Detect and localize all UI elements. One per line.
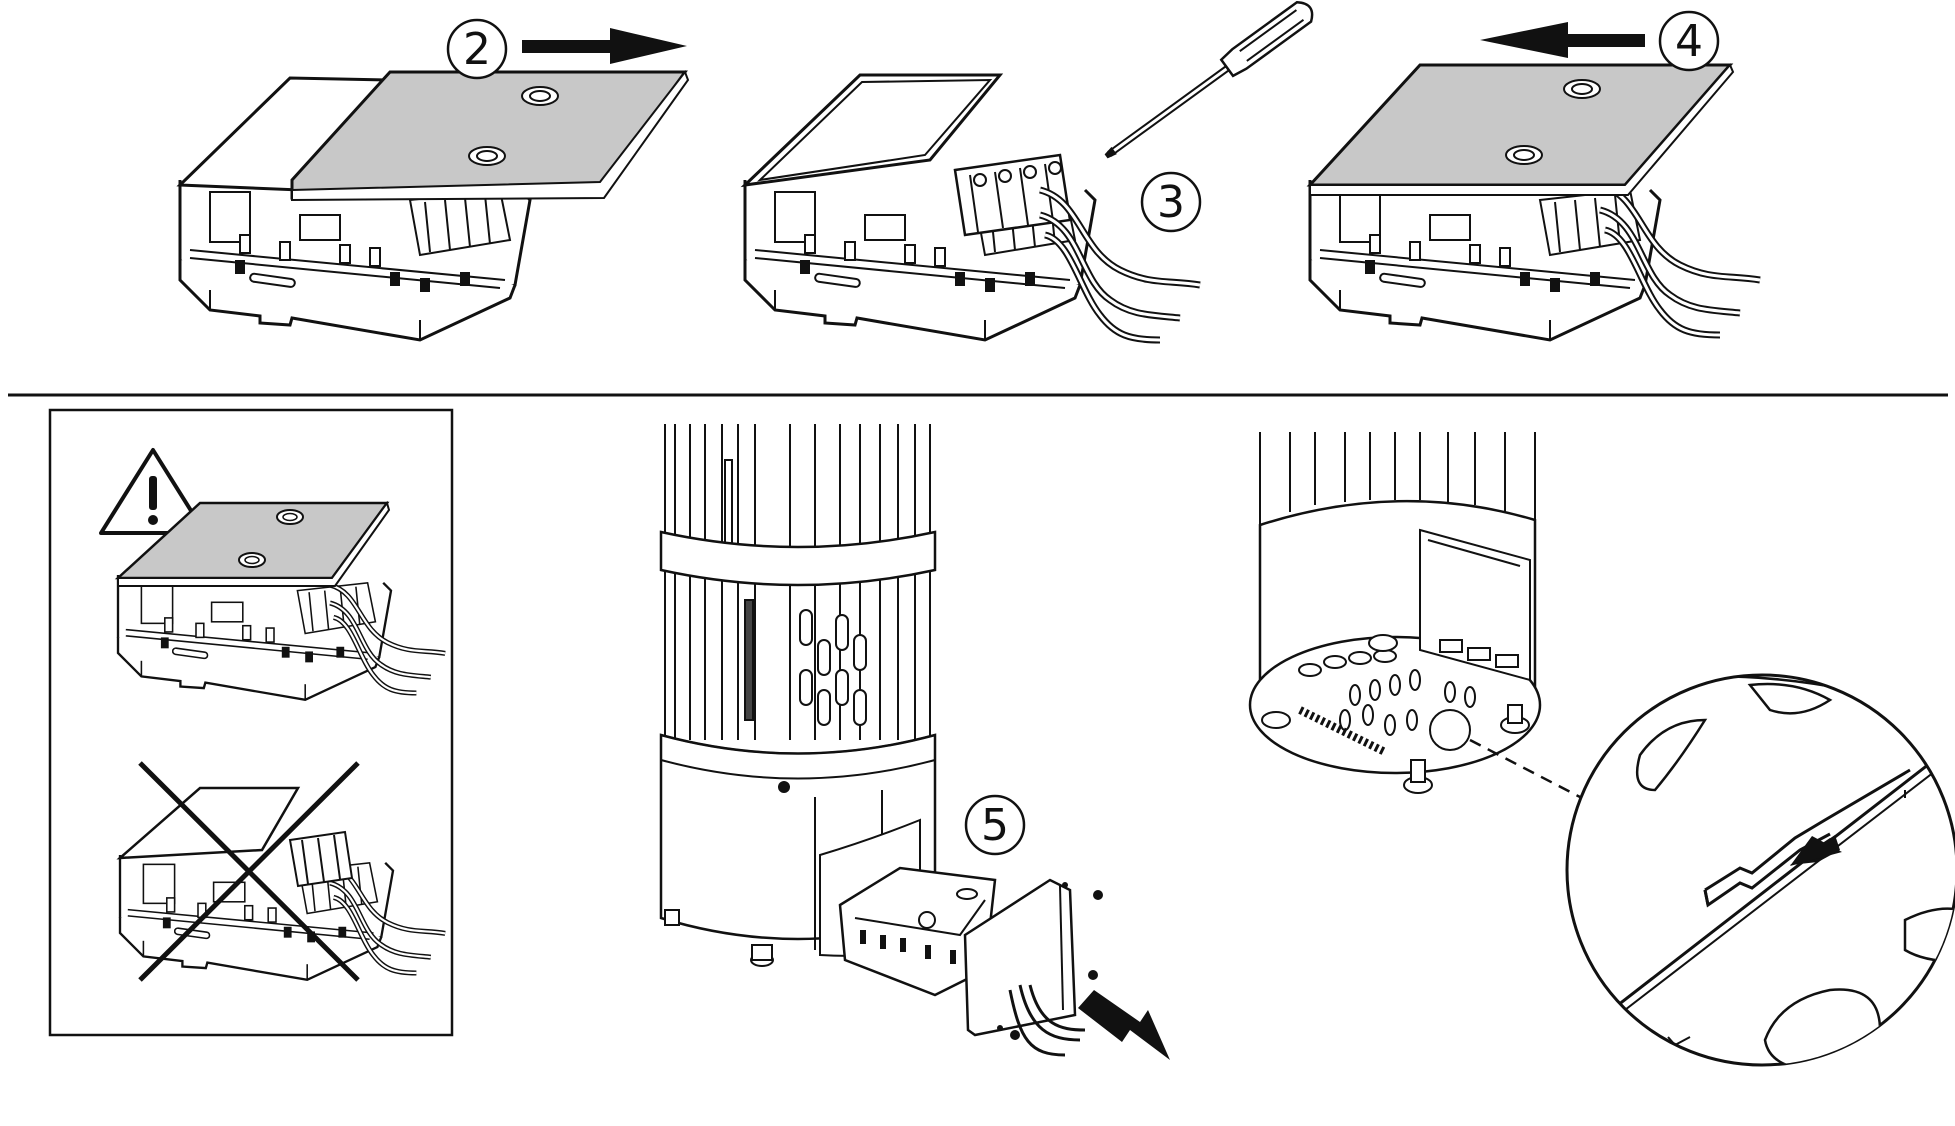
screw-icon	[1010, 890, 1103, 1040]
step-number: 2	[463, 24, 491, 75]
step-5-marker: 5	[964, 794, 1026, 856]
step-number: 4	[1675, 16, 1703, 67]
heater-assembly	[659, 424, 1103, 1057]
step-number: 3	[1157, 177, 1185, 228]
step-4-marker: 4	[1658, 10, 1720, 72]
step-4-assembly	[1306, 63, 1760, 342]
step-2-assembly	[176, 69, 690, 342]
heater-underside	[1248, 432, 1542, 794]
cover-hole	[1505, 145, 1543, 165]
step-2-marker: 2	[446, 18, 508, 80]
incorrect-assembly	[116, 786, 445, 981]
sliding-cover	[1306, 63, 1734, 187]
arrow-pointer-icon	[1790, 835, 1842, 866]
warning-triangle-icon	[99, 448, 207, 535]
zoom-leader-line	[1469, 738, 1581, 799]
warning-panel	[48, 408, 454, 1037]
control-box	[838, 866, 1086, 1057]
step-3-assembly	[740, 73, 1200, 340]
arrow-insert-icon	[1078, 990, 1170, 1060]
cover-hole	[521, 86, 559, 106]
correct-assembly	[114, 500, 445, 701]
cover-hole	[1563, 79, 1601, 99]
screwdriver-icon	[1104, 0, 1314, 159]
arrow-left-icon	[1480, 22, 1645, 58]
step-number: 5	[981, 800, 1009, 851]
step-3-marker: 3	[1140, 171, 1202, 233]
cross-out-icon	[138, 761, 360, 982]
arrow-right-icon	[522, 28, 687, 64]
latch-clip	[1704, 768, 1911, 892]
zoom-detail	[1565, 673, 1955, 1067]
cover-hole	[468, 146, 506, 166]
